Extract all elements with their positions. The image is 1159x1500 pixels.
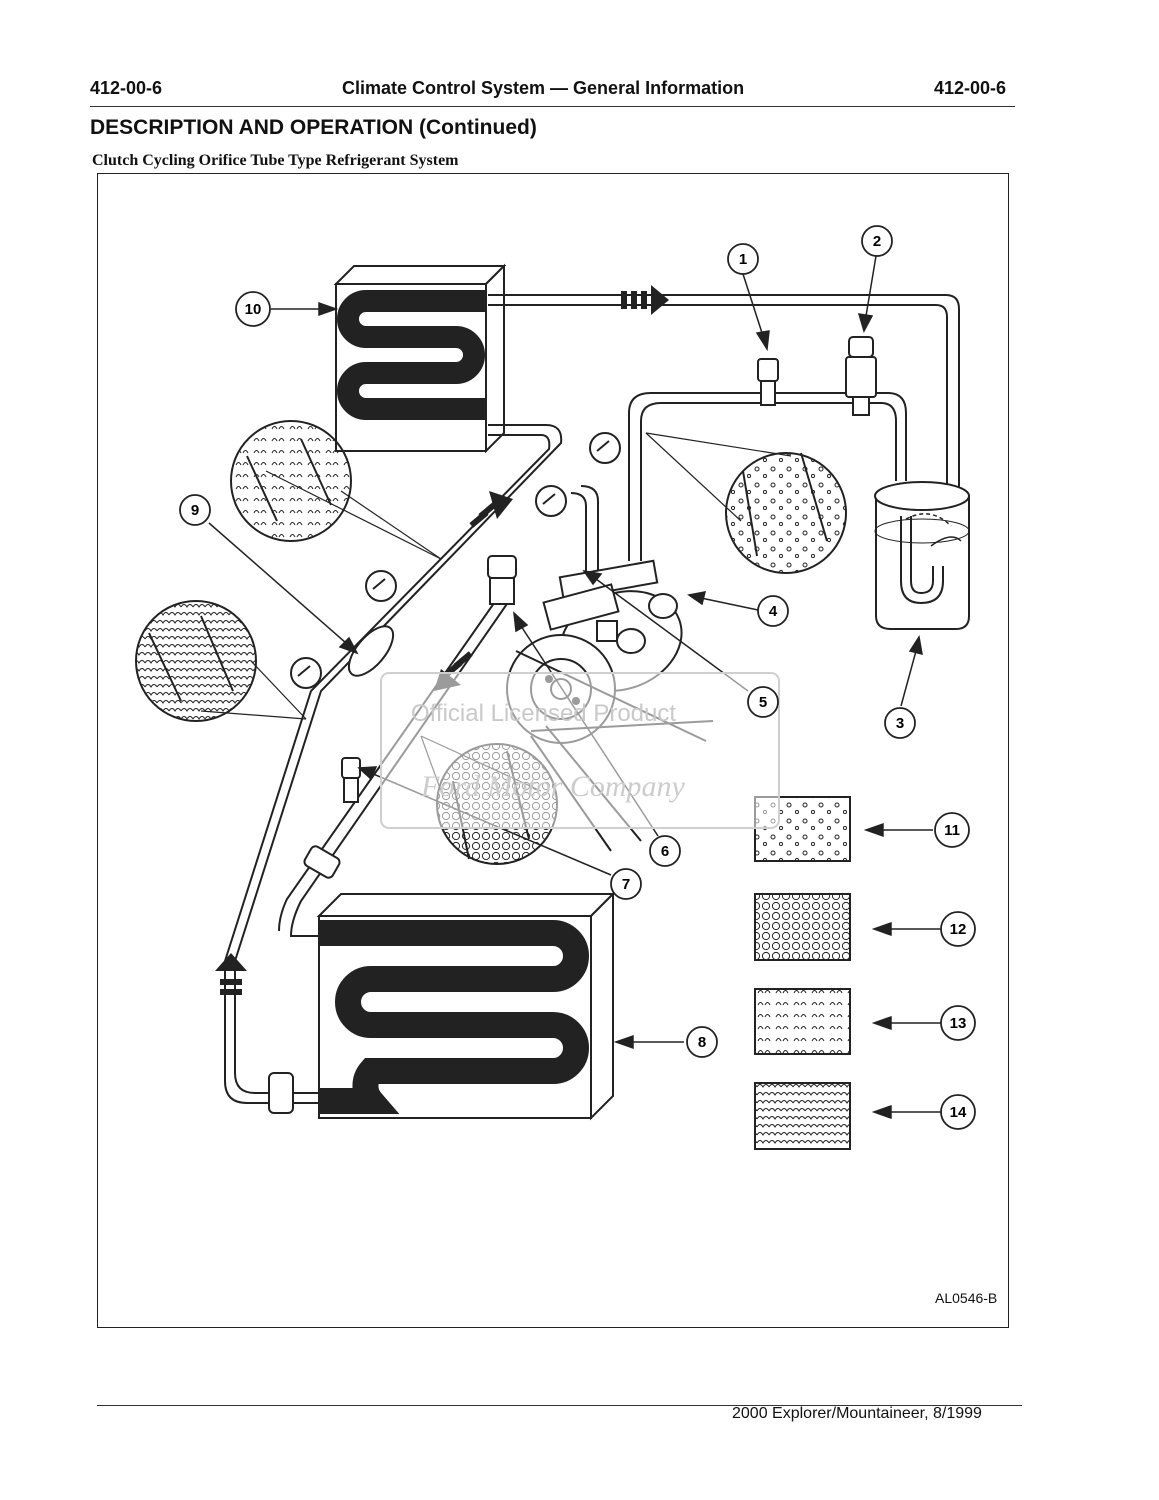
callout-13: 13	[940, 1005, 976, 1041]
refrigerant-system-diagram: Official Licensed Product Ford Motor Com…	[97, 173, 1009, 1328]
legend-swatch-13	[754, 988, 851, 1055]
callout-14: 14	[940, 1094, 976, 1130]
svg-text:Ford Motor Company: Ford Motor Company	[420, 770, 686, 803]
header-rule	[90, 106, 1015, 107]
svg-text:9: 9	[191, 502, 199, 519]
callout-12: 12	[940, 911, 976, 947]
figure-code: AL0546-B	[935, 1290, 998, 1306]
callout-7: 7	[610, 868, 642, 900]
condenser	[333, 263, 507, 454]
low-side-service-port	[757, 358, 779, 406]
svg-text:5: 5	[759, 694, 767, 711]
legend-swatch-12	[754, 893, 851, 961]
svg-text:6: 6	[661, 843, 669, 860]
muffler	[347, 625, 395, 677]
magnifier-liquid-line	[135, 600, 307, 722]
section-title: DESCRIPTION AND OPERATION (Continued)	[90, 116, 537, 139]
callout-3: 3	[884, 707, 916, 739]
diagram-caption: Clutch Cycling Orifice Tube Type Refrige…	[92, 152, 459, 169]
pressure-gauge-icon	[290, 432, 621, 689]
high-pressure-switch	[487, 555, 517, 605]
svg-text:7: 7	[622, 876, 630, 893]
svg-text:4: 4	[769, 603, 778, 620]
svg-text:10: 10	[245, 301, 262, 318]
footer-text: 2000 Explorer/Mountaineer, 8/1999	[732, 1405, 982, 1422]
svg-text:1: 1	[739, 251, 747, 268]
evaporator	[268, 845, 616, 1121]
page-header-title: Climate Control System — General Informa…	[342, 78, 745, 98]
page-number-left: 412-00-6	[90, 78, 163, 98]
high-side-service-port	[341, 757, 361, 803]
callout-1: 1	[727, 243, 759, 275]
callout-9: 9	[179, 494, 211, 526]
magnifier-vapor-suction	[645, 432, 847, 574]
callout-10: 10	[235, 291, 271, 327]
watermark-stamp: Official Licensed Product Ford Motor Com…	[380, 672, 780, 829]
refrigerant-tubing	[224, 294, 960, 1104]
footer-rule	[97, 1405, 1022, 1406]
callout-11: 11	[934, 812, 970, 848]
svg-text:13: 13	[950, 1015, 967, 1032]
svg-text:14: 14	[950, 1104, 967, 1121]
callout-2: 2	[861, 225, 893, 257]
callout-5: 5	[747, 686, 779, 718]
suction-accumulator	[874, 481, 970, 630]
magnifier-liquid-condenser-outlet	[230, 420, 442, 560]
page-number-right: 412-00-6	[934, 78, 1007, 98]
svg-text:2: 2	[873, 233, 881, 250]
svg-text:3: 3	[896, 715, 904, 732]
legend-swatch-14	[754, 1082, 851, 1150]
svg-text:8: 8	[698, 1034, 706, 1051]
callout-6: 6	[649, 835, 681, 867]
svg-text:11: 11	[944, 822, 960, 839]
svg-text:12: 12	[950, 921, 967, 938]
callout-8: 8	[686, 1026, 718, 1058]
pressure-switch	[845, 336, 877, 416]
svg-text:Official Licensed Product: Official Licensed Product	[411, 700, 676, 727]
callout-4: 4	[757, 595, 789, 627]
